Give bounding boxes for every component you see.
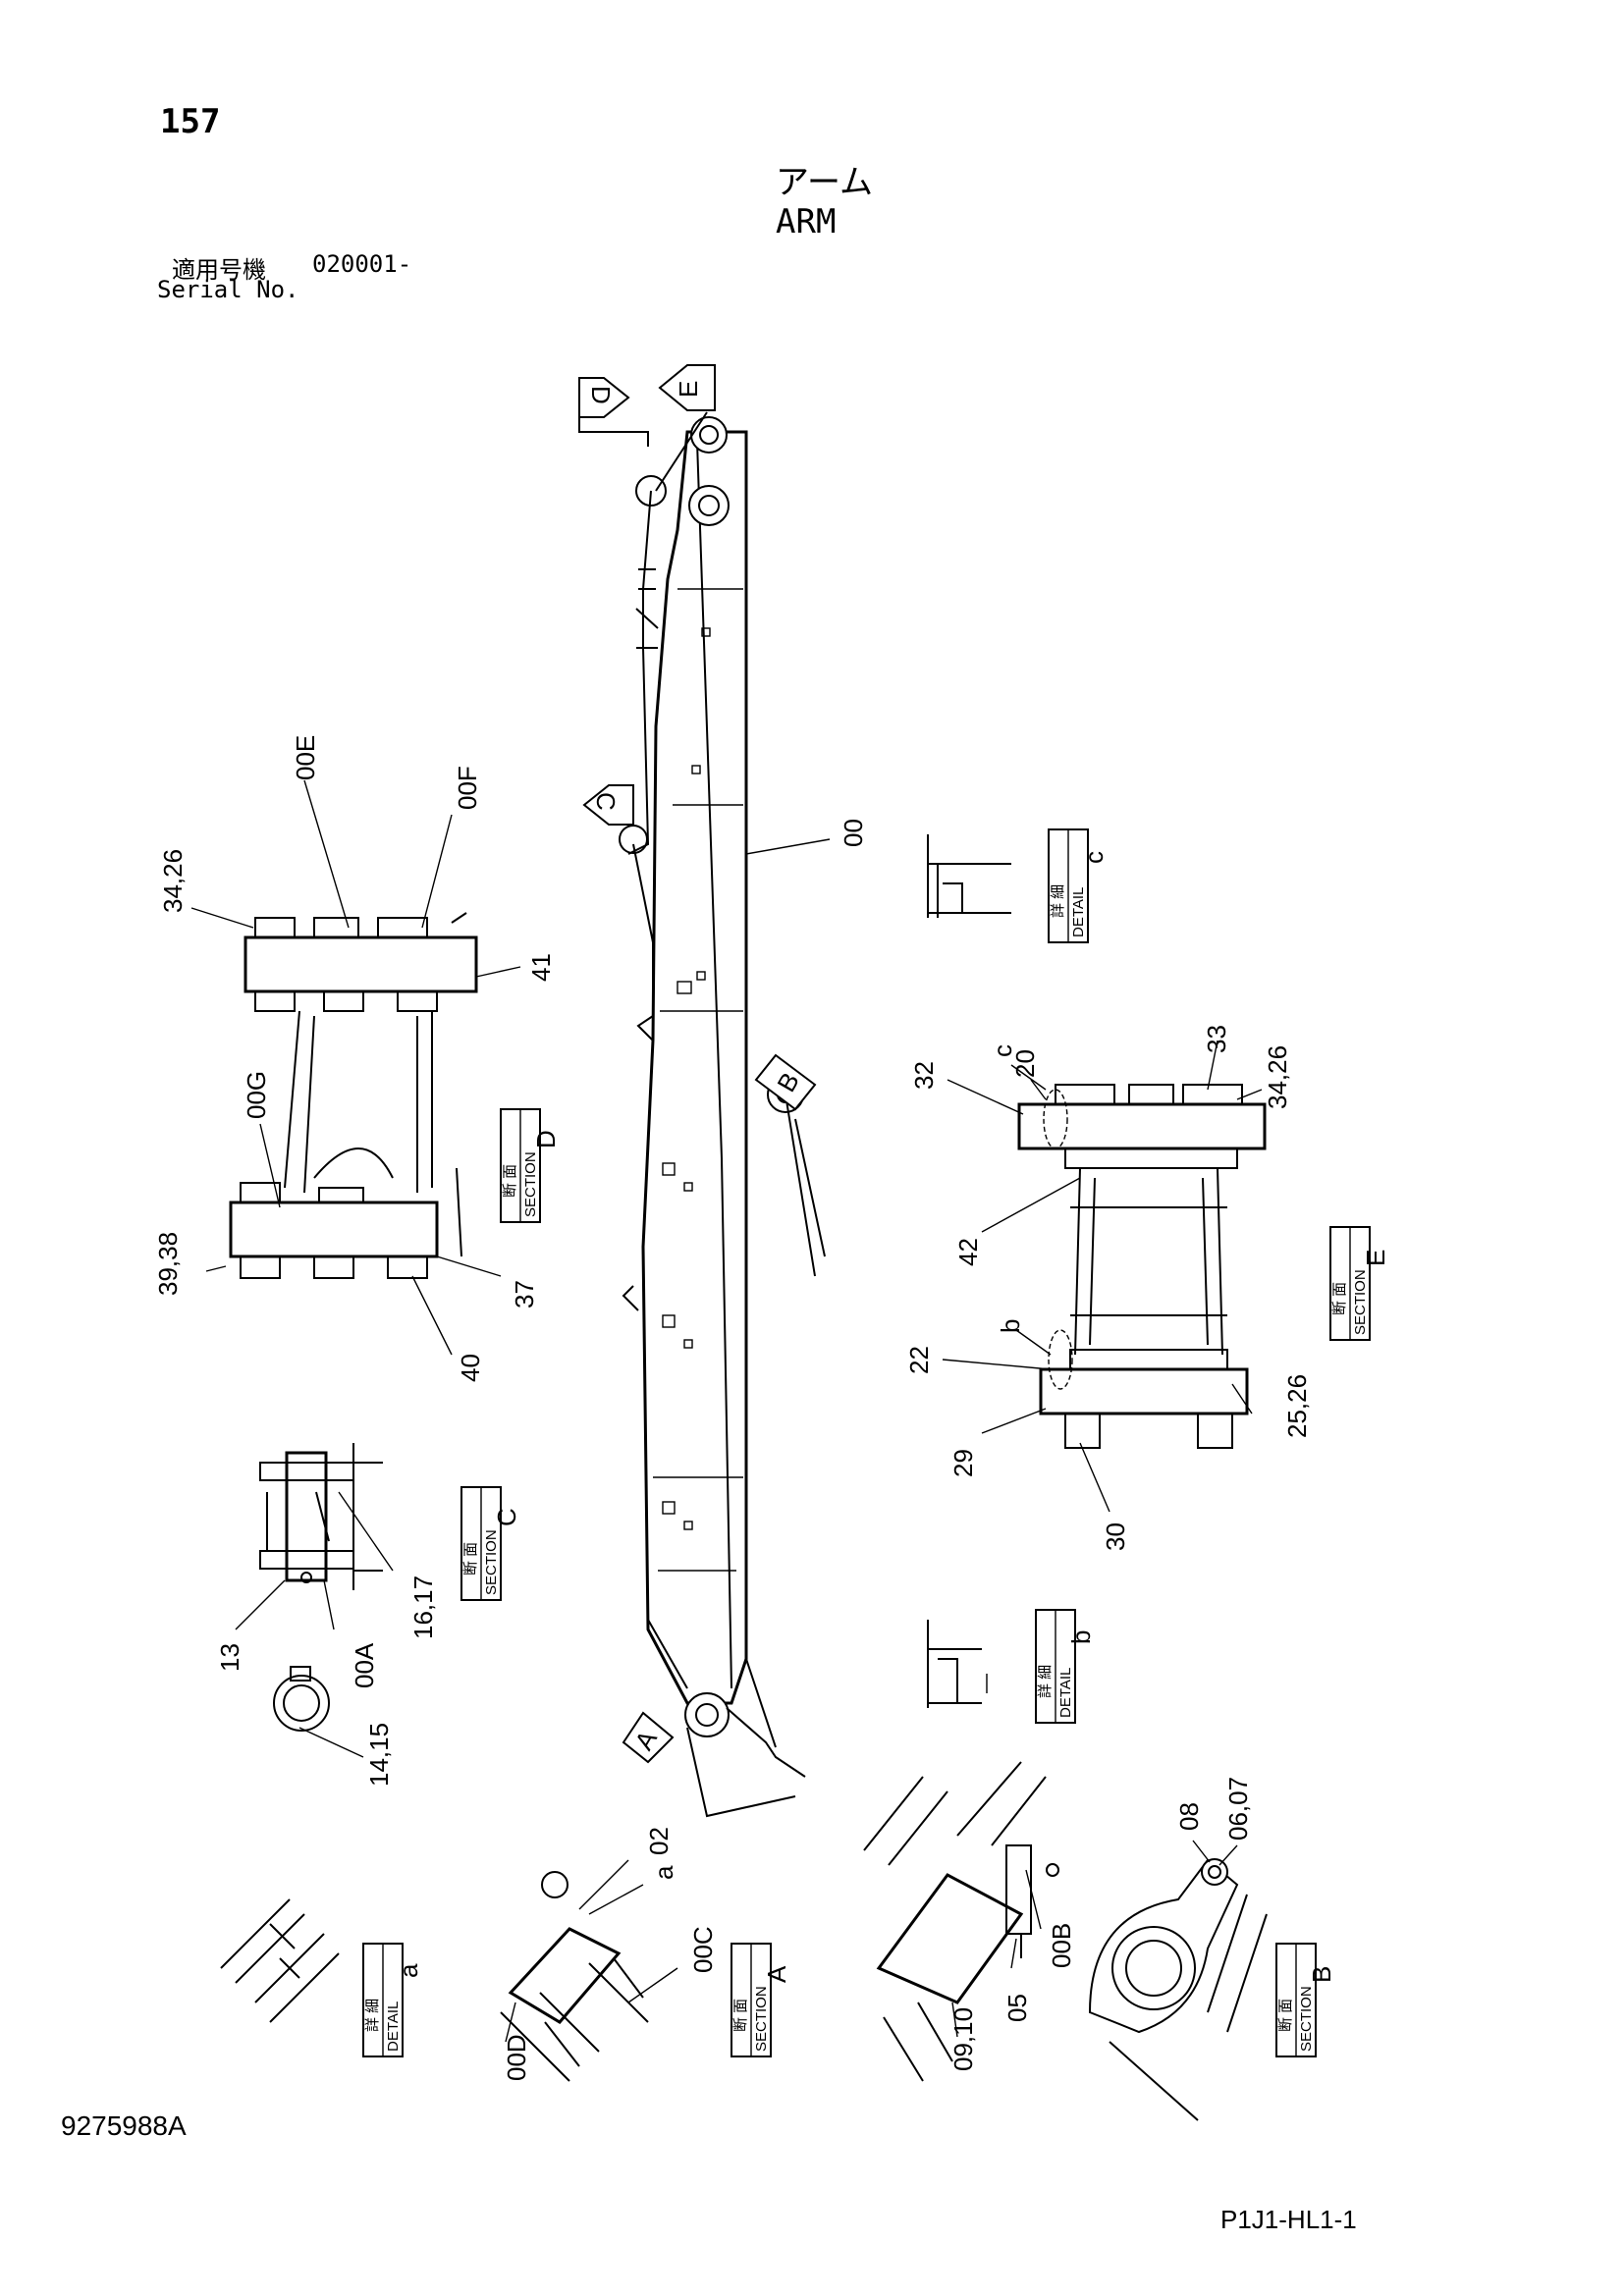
- callout-00e: 00E: [291, 735, 320, 780]
- svg-text:c: c: [1079, 851, 1109, 864]
- callout-a: a: [649, 1865, 678, 1880]
- view-arrow-a: A: [622, 1711, 675, 1764]
- svg-text:詳 細: 詳 細: [364, 1999, 381, 2032]
- section-e-drawing: [1017, 1084, 1267, 1449]
- callout-08: 08: [1174, 1802, 1204, 1831]
- callout-02: 02: [644, 1827, 674, 1855]
- svg-text:C: C: [591, 792, 621, 811]
- callout-33: 33: [1202, 1025, 1231, 1053]
- serial-range: 020001-: [312, 250, 412, 278]
- svg-text:A: A: [762, 1965, 791, 1983]
- section-b-link-drawing: [863, 1761, 1059, 2082]
- view-arrow-e: E: [658, 364, 716, 411]
- callout-16-17: 16,17: [408, 1575, 438, 1639]
- view-arrow-b: B: [754, 1053, 817, 1111]
- section-a-drawing: [500, 1871, 649, 2082]
- svg-text:断 面: 断 面: [1277, 1999, 1294, 2032]
- svg-text:b: b: [1066, 1630, 1096, 1644]
- svg-text:SECTION: SECTION: [1298, 1986, 1315, 2052]
- callout-c: c: [988, 1044, 1017, 1057]
- callout-b: b: [996, 1319, 1025, 1333]
- view-arrow-c: C: [582, 784, 634, 826]
- svg-text:D: D: [531, 1130, 561, 1148]
- svg-text:DETAIL: DETAIL: [1057, 1668, 1074, 1718]
- svg-text:断 面: 断 面: [1331, 1282, 1348, 1315]
- section-c-label-box: 断 面 SECTION C: [460, 1486, 521, 1601]
- svg-text:D: D: [586, 386, 616, 404]
- section-b-pin-drawing: [1088, 1858, 1268, 2121]
- title-english: ARM: [776, 202, 837, 241]
- title-japanese: アーム: [776, 163, 873, 202]
- callout-41: 41: [526, 953, 556, 982]
- callout-00g: 00G: [242, 1071, 271, 1119]
- svg-text:SECTION: SECTION: [483, 1529, 500, 1595]
- arm-main-body: [619, 411, 826, 1818]
- section-e-label-box: 断 面 SECTION E: [1329, 1226, 1390, 1341]
- serial-label-english: Serial No.: [157, 276, 299, 303]
- section-c-drawing: [259, 1443, 383, 1732]
- svg-text:DETAIL: DETAIL: [1070, 887, 1087, 937]
- page-number: 157: [160, 102, 221, 141]
- callout-37: 37: [510, 1280, 539, 1308]
- serial-label-japanese: 適用号機: [172, 256, 266, 284]
- callout-14-15: 14,15: [364, 1723, 394, 1787]
- callout-20: 20: [1010, 1049, 1040, 1078]
- svg-text:E: E: [1361, 1250, 1390, 1266]
- detail-c-drawing: [927, 834, 1011, 918]
- callout-39-38: 39,38: [153, 1232, 183, 1296]
- section-d-label-box: 断 面 SECTION D: [500, 1108, 561, 1223]
- callout-13: 13: [215, 1643, 244, 1672]
- callout-00b: 00B: [1047, 1923, 1076, 1968]
- section-d-drawing: [229, 912, 478, 1279]
- svg-text:E: E: [674, 381, 703, 398]
- svg-text:SECTION: SECTION: [753, 1986, 770, 2052]
- callout-00c: 00C: [688, 1926, 718, 1973]
- detail-b-drawing: [927, 1620, 988, 1708]
- svg-text:SECTION: SECTION: [522, 1151, 539, 1217]
- callout-30: 30: [1101, 1522, 1130, 1551]
- detail-b-label-box: 詳 細 DETAIL b: [1035, 1609, 1096, 1724]
- doc-number: 9275988A: [61, 2110, 187, 2141]
- callout-09-10: 09,10: [948, 2007, 978, 2071]
- svg-text:B: B: [1307, 1966, 1336, 1983]
- callout-42: 42: [953, 1238, 983, 1266]
- callout-25-26: 25,26: [1282, 1374, 1312, 1438]
- callout-34-26-left: 34,26: [158, 849, 188, 913]
- callout-00d: 00D: [502, 2034, 531, 2081]
- view-arrow-d: D: [578, 377, 649, 447]
- callout-34-26-right: 34,26: [1263, 1045, 1292, 1109]
- section-a-label-box: 断 面 SECTION A: [731, 1943, 791, 2057]
- svg-text:SECTION: SECTION: [1352, 1269, 1369, 1335]
- detail-a-label-box: 詳 細 DETAIL a: [362, 1943, 423, 2057]
- callout-00: 00: [839, 819, 868, 847]
- callout-06-07: 06,07: [1223, 1777, 1253, 1841]
- callout-40: 40: [456, 1354, 485, 1382]
- svg-text:詳 細: 詳 細: [1037, 1665, 1054, 1698]
- svg-text:断 面: 断 面: [462, 1542, 479, 1575]
- svg-text:断 面: 断 面: [732, 1999, 749, 2032]
- svg-text:DETAIL: DETAIL: [385, 2002, 402, 2052]
- callout-00a: 00A: [350, 1642, 379, 1688]
- svg-text:詳 細: 詳 細: [1050, 884, 1066, 918]
- callout-22: 22: [904, 1346, 934, 1374]
- callout-00f: 00F: [453, 766, 482, 810]
- svg-text:断 面: 断 面: [502, 1164, 518, 1198]
- svg-text:C: C: [492, 1508, 521, 1526]
- callout-05: 05: [1002, 1994, 1032, 2022]
- section-b-label-box: 断 面 SECTION B: [1275, 1943, 1336, 2057]
- svg-text:a: a: [394, 1963, 423, 1978]
- detail-a-drawing: [220, 1898, 340, 2023]
- callout-29: 29: [948, 1449, 978, 1477]
- callout-32: 32: [909, 1061, 939, 1090]
- detail-c-label-box: 詳 細 DETAIL c: [1048, 828, 1109, 943]
- drawing-code: P1J1-HL1-1: [1220, 2205, 1357, 2234]
